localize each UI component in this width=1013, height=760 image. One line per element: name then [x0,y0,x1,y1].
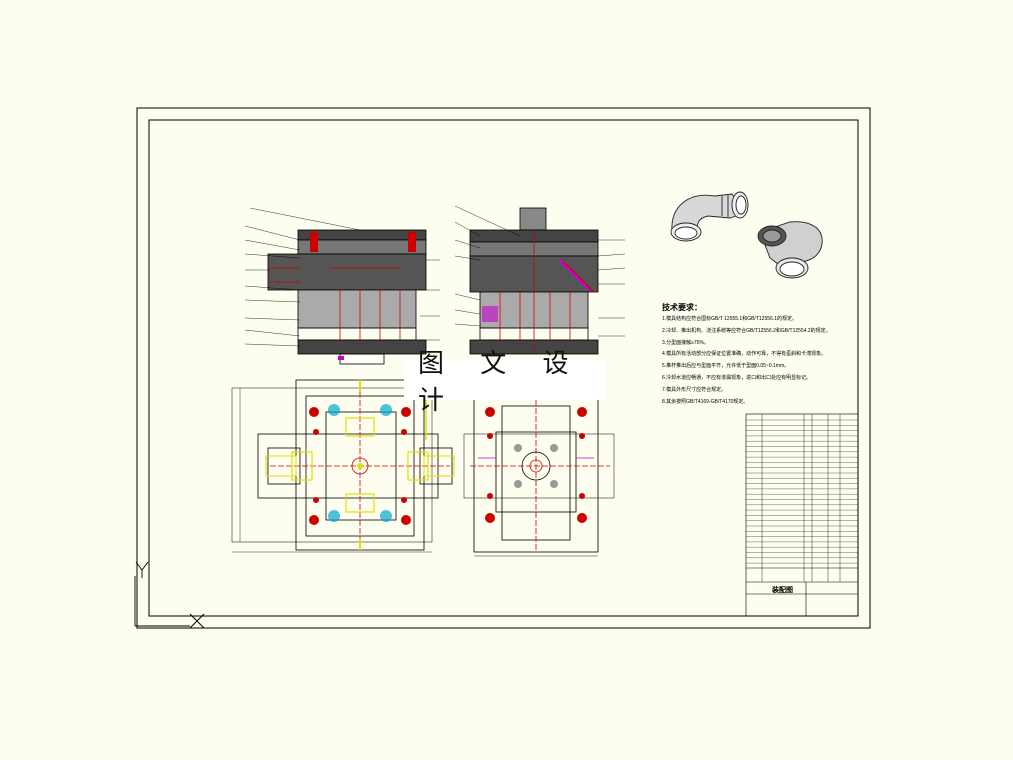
tech-note-line: 2.冷却、推出机构、浇注系统等应符合GB/T12556.2和GB/T12554.… [662,327,831,334]
tech-note-line: 3.分型面接触≥75%。 [662,339,709,346]
watermark-text: 图 文 设 计 [418,349,583,416]
ucs-axis-icon [134,561,190,627]
section-view-right [454,205,626,355]
section-view-left [244,207,440,365]
plan-view-right [463,397,615,557]
plan-view-left [231,379,455,553]
tech-note-line: 6.冷却水道应畅通，不应有渗漏现象，进口和出口处应有明显标记。 [662,374,812,381]
title-block [745,413,859,617]
tech-note-line: 5.推杆推出后应与型面平齐，允许低于型面0.05~0.1mm。 [662,363,790,370]
drawing-name: 装配图 [772,586,793,594]
tech-note-line: 8.其余按照GB/T4169-GB/T4170规定。 [662,398,749,405]
inner-border [148,119,859,617]
tech-note-line: 4.模具所有活动部分应保证位置准确，动作可靠，不得有歪斜和卡滞现象。 [662,351,827,358]
tech-notes-title: 技术要求： [662,303,702,312]
tech-note-line: 7.模具外形尺寸应符合规定。 [662,386,727,393]
product-elbow-2 [757,221,823,279]
watermark-label: 图 文 设 计 [404,349,606,416]
tech-note-line: 1.模具结构应符合国标GB/T 12555.1和GB/T12556.1的规定。 [662,316,797,322]
product-elbow-1 [670,191,749,242]
technical-requirements: 技术要求： 1.模具结构应符合国标GB/T 12555.1和GB/T12556.… [662,302,862,408]
outer-border [136,107,871,629]
bom-table [746,419,858,564]
cursor-crosshair-icon [189,613,205,629]
